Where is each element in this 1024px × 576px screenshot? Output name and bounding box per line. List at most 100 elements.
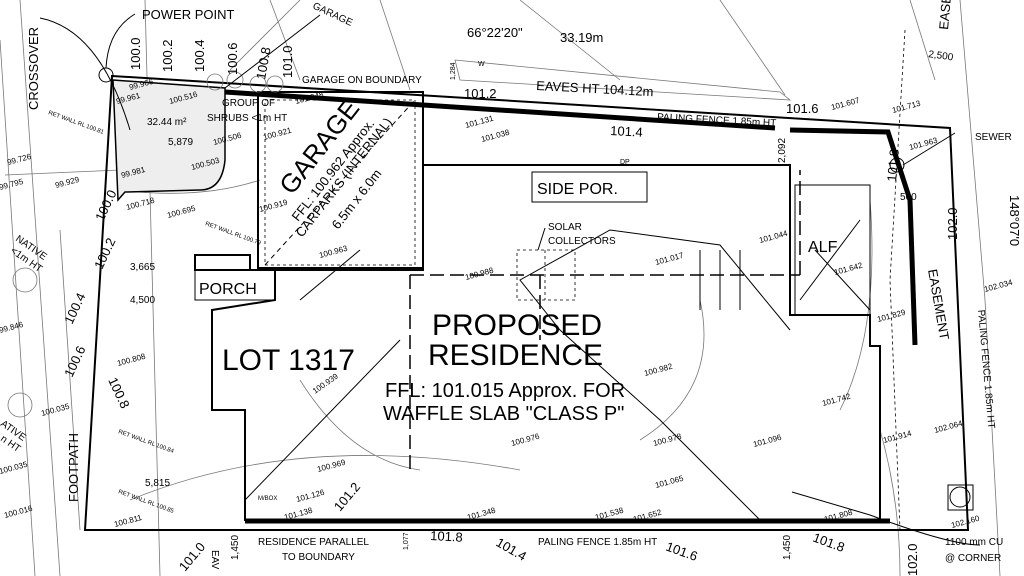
leader-lines	[39, 13, 981, 546]
ret-wall-label-1: RET WALL RL 100.81	[47, 110, 105, 136]
spot-level: 100.035	[40, 402, 71, 418]
spot-level: 101.131	[464, 114, 495, 130]
dimension: 2,092	[777, 138, 788, 163]
spot-level: 100.969	[316, 458, 347, 474]
spot-level: 101.065	[654, 474, 685, 490]
solar-label: SOLAR	[548, 222, 582, 233]
spot-level: 100.982	[643, 362, 674, 378]
spot-level: 100.976	[510, 432, 541, 448]
spot-level: 100.919	[258, 198, 289, 214]
alf-label: ALF	[808, 239, 838, 256]
contour-label: 101.4	[610, 123, 643, 140]
mbox-label: M/BOX	[258, 496, 277, 502]
contour-label: 101.6	[664, 539, 700, 564]
spot-level: 101.829	[876, 308, 907, 324]
proposed-label: PROPOSED	[432, 309, 602, 342]
contour-label: 101.2	[464, 86, 497, 101]
dimension: 560	[900, 192, 917, 203]
garage-carpark-outline	[264, 99, 416, 266]
spot-level: 102.160	[950, 514, 981, 530]
contour-label: 101.8	[884, 149, 902, 183]
area-label: 32.44 m²	[147, 117, 187, 128]
contour-label: 101.8	[430, 528, 463, 545]
garage-neighbour-label: GARAGE	[311, 1, 355, 29]
side-porch-label: SIDE POR.	[537, 181, 618, 198]
easement-label: EASEMENT	[925, 268, 952, 341]
contour-label: 100.8	[105, 375, 132, 411]
dimension: 1,284	[450, 62, 457, 80]
spot-level: 102.064	[933, 419, 964, 435]
cu-label-1: 1100 mm CU	[945, 537, 1003, 548]
parallel-label-1: RESIDENCE PARALLEL	[258, 537, 369, 548]
garden-bed	[112, 79, 226, 202]
spot-level: 102.034	[983, 278, 1014, 294]
sewer-icon	[889, 157, 905, 173]
tree-symbols	[7, 67, 974, 511]
spot-level: 100.808	[116, 352, 147, 368]
easement-top-label: EASE	[936, 0, 954, 30]
spot-level: 99.795	[0, 177, 25, 192]
contour-label: 100.0	[128, 37, 143, 70]
window-label: W	[478, 61, 485, 68]
slab-label: WAFFLE SLAB "CLASS P"	[383, 403, 624, 425]
footpath-label: FOOTPATH	[66, 433, 81, 502]
spot-level: 101.044	[758, 229, 789, 245]
parallel-label-2: TO BOUNDARY	[282, 552, 355, 563]
spot-level: 100.035	[0, 460, 29, 476]
crossover-label: CROSSOVER	[26, 27, 41, 110]
dp-label: DP	[620, 159, 630, 166]
spot-level: 100.978	[652, 432, 683, 448]
power-point-icon	[98, 67, 114, 83]
contour-label: 100.2	[91, 235, 118, 271]
contour-label: 100.6	[225, 42, 240, 75]
spot-level: 100.988	[464, 266, 495, 282]
contour-label: 100.6	[61, 343, 88, 379]
sewer-label: SEWER	[975, 132, 1012, 143]
contour-label: 100.8	[253, 46, 273, 81]
contour-label: 101.0	[176, 539, 208, 574]
garage-boundary-label: GARAGE ON BOUNDARY	[302, 75, 422, 86]
contour-label: 101.8	[811, 530, 847, 555]
solar-collectors-outline	[516, 249, 576, 301]
spot-level: 99.846	[0, 320, 25, 335]
porch-label: PORCH	[199, 281, 257, 298]
contour-label: 101.6	[786, 101, 819, 116]
dimension: 2,500	[928, 49, 955, 63]
lot-label: LOT 1317	[222, 344, 355, 377]
ffl-label: FFL: 101.015 Approx. FOR	[385, 380, 625, 402]
spot-level: 101.096	[752, 433, 783, 449]
spot-level: 100.811	[113, 513, 143, 529]
bearing-label: 66°22'20"	[467, 25, 523, 40]
fence-right-label: PALING FENCE 1.85m HT	[975, 309, 996, 429]
contour-label: 101.0	[280, 45, 295, 78]
eaves-bottom-label: EAV	[209, 550, 220, 570]
spot-level: 100.718	[125, 196, 156, 212]
alf-box	[794, 184, 871, 316]
contour-label: 101.4	[494, 535, 530, 564]
residence-label: RESIDENCE	[428, 339, 603, 372]
spot-level: 101.038	[480, 128, 511, 144]
dimension-labels: 5,879 3,665 4,500 5,815 2,092 2,500 1,28…	[130, 49, 954, 560]
contour-label: 101.2	[331, 479, 363, 514]
background-linework	[0, 0, 1001, 576]
spot-level: 100.016	[3, 504, 34, 520]
shrubs-label-2: SHRUBS <1m HT	[207, 113, 287, 124]
spot-level: 100.963	[318, 244, 349, 260]
eaves-label: EAVES HT 104.12m	[536, 78, 654, 99]
contour-label: 100.4	[192, 39, 207, 72]
dimension: 1,450	[230, 535, 241, 560]
ret-wall-label-2: RET WALL RL 100.79	[204, 221, 262, 247]
contour-label: 100.2	[160, 39, 175, 72]
lot-boundary	[83, 74, 970, 531]
spot-level: 99.726	[6, 152, 32, 167]
spot-level: 99.929	[54, 175, 80, 190]
spot-level: 101.713	[891, 99, 922, 115]
side-porch-box	[531, 171, 648, 203]
dimension: 5,879	[168, 137, 193, 148]
spot-level: 101.963	[908, 136, 939, 152]
ret-wall-label-3: RET WALL RL 100.84	[117, 429, 175, 455]
spot-level: 100.695	[166, 204, 197, 220]
spot-level: 101.017	[654, 251, 685, 267]
spot-level: 101.126	[295, 488, 326, 504]
